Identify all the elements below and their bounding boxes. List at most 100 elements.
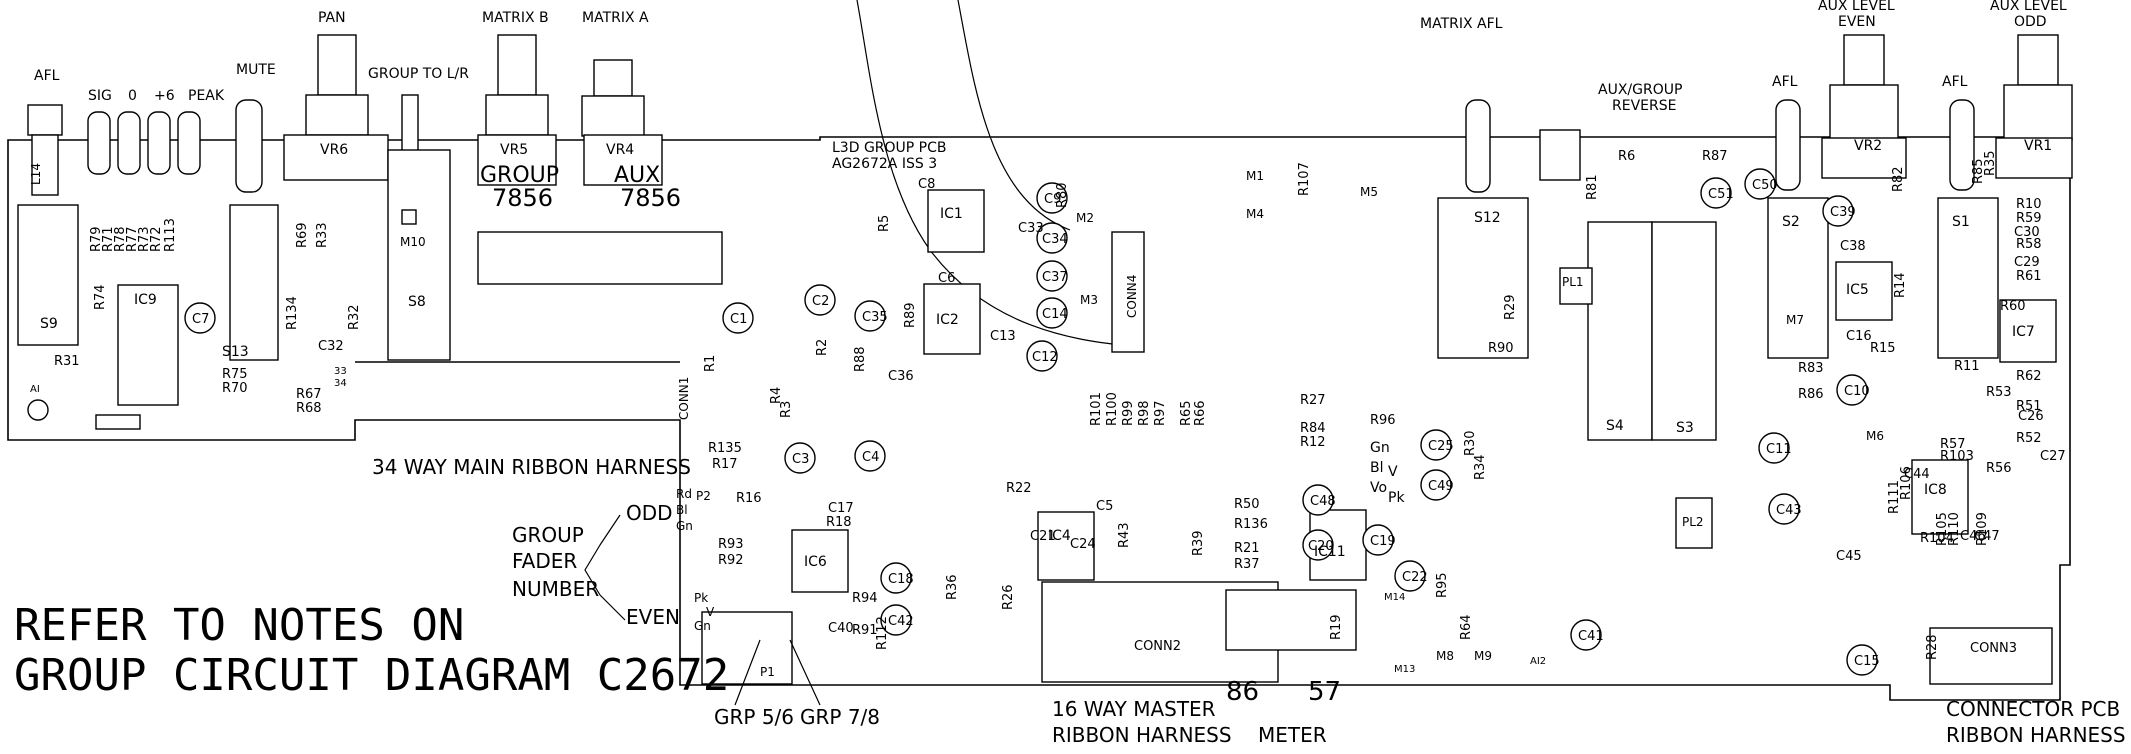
- label-meter-57: 57: [1308, 677, 1341, 707]
- resistor-label: R109: [1975, 512, 1990, 546]
- wire-v2: V: [1388, 464, 1398, 480]
- ic5-body: [1835, 261, 1893, 321]
- label-34way: 34 WAY MAIN RIBBON HARNESS: [372, 455, 691, 479]
- resistor-label: R78: [113, 226, 128, 252]
- resistor-label: R53: [1986, 385, 2012, 400]
- capacitor-label: C26: [2018, 409, 2044, 424]
- label-group-nums: 7856: [492, 184, 553, 212]
- resistor-label: R100: [1105, 392, 1120, 426]
- ic9-body: [117, 284, 179, 406]
- resistor-label: R27: [1300, 393, 1326, 408]
- l113-link: [95, 414, 141, 430]
- wire-pk: Pk: [694, 591, 708, 605]
- capacitor-label: C20: [1308, 539, 1334, 554]
- label-ic1: IC1: [940, 206, 963, 222]
- label-pan: PAN: [318, 10, 346, 26]
- board-outline: [7, 136, 2071, 701]
- label-afl-r1: AFL: [1772, 74, 1798, 90]
- capacitor-label: C35: [862, 310, 888, 325]
- label-meter-86: 86: [1226, 677, 1259, 707]
- resistor-label: R88: [853, 346, 868, 372]
- led-row: [87, 99, 263, 193]
- label-group-panel: GROUP: [480, 163, 559, 188]
- label-16way: 16 WAY MASTER: [1052, 697, 1216, 721]
- label-m7: M7: [1786, 313, 1804, 327]
- label-aux-panel: AUX: [614, 163, 660, 188]
- fader-note-group: GROUP: [512, 523, 584, 547]
- capacitor-label: C32: [318, 339, 344, 354]
- label-s2: S2: [1782, 214, 1800, 230]
- capacitor-label: C36: [888, 369, 914, 384]
- resistor-label: R22: [1006, 481, 1032, 496]
- resistor-label: R65: [1179, 400, 1194, 426]
- resistor-label: R110: [1947, 512, 1962, 546]
- label-m8: M8: [1436, 649, 1454, 663]
- resistor-label: R19: [1329, 614, 1344, 640]
- resistor-label: R5: [877, 215, 892, 232]
- label-plus6: +6: [154, 88, 175, 104]
- wire-gn3: Gn: [1370, 440, 1390, 456]
- label-mute: MUTE: [236, 62, 276, 78]
- resistor-label: R29: [1503, 294, 1518, 320]
- resistor-label: R36: [945, 574, 960, 600]
- label-meter: METER: [1258, 723, 1327, 747]
- label-p2: P2: [696, 489, 711, 503]
- fader-note-fader: FADER: [512, 549, 577, 573]
- capacitor-label: C6: [938, 271, 955, 286]
- resistor-label: R89: [903, 302, 918, 328]
- capacitor-label: C46: [1960, 529, 1986, 544]
- wire-bl: Bl: [676, 503, 688, 517]
- label-afl-r2: AFL: [1942, 74, 1968, 90]
- switch-s1: [1937, 197, 1999, 359]
- label-p1: P1: [760, 665, 775, 679]
- resistor-label: R75: [222, 367, 248, 382]
- label-vr2: VR2: [1854, 138, 1882, 154]
- resistor-label: R103: [1940, 449, 1974, 464]
- capacitor-label: C10: [1844, 384, 1870, 399]
- label-sig: SIG: [88, 88, 112, 104]
- capacitor-label: C40: [828, 621, 854, 636]
- capacitor-label: C18: [888, 572, 914, 587]
- resistor-label: R93: [718, 537, 744, 552]
- label-ic6: IC6: [804, 554, 827, 570]
- capacitor-label: C13: [990, 329, 1016, 344]
- resistor-label: R99: [1121, 400, 1136, 426]
- resistor-label: R26: [1001, 584, 1016, 610]
- resistor-label: R101: [1089, 392, 1104, 426]
- resistor-label: R134: [285, 296, 300, 330]
- resistor-label: R16: [736, 491, 762, 506]
- vr5-pot: [477, 34, 557, 186]
- label-ribbon-harness-2: RIBBON HARNESS: [1946, 723, 2126, 747]
- fader-brace: [584, 514, 626, 621]
- ic7-body: [1999, 299, 2057, 363]
- label-ic7: IC7: [2012, 324, 2035, 340]
- label-s9: S9: [40, 316, 58, 332]
- ic8-body: [1911, 459, 1969, 535]
- label-m14: M14: [1384, 592, 1405, 603]
- label-conn1: CONN1: [677, 377, 691, 420]
- resistor-label: R30: [1463, 430, 1478, 456]
- label-ic11: IC11: [1314, 544, 1346, 560]
- label-33: 33: [334, 366, 347, 377]
- label-pl2: PL2: [1682, 515, 1704, 529]
- resistor-label: R80: [1055, 182, 1070, 208]
- resistor-label: R67: [296, 387, 322, 402]
- capacitor-label: C15: [1854, 654, 1880, 669]
- label-matrix-afl: MATRIX AFL: [1420, 16, 1503, 32]
- resistor-label: R50: [1234, 497, 1260, 512]
- resistor-label: R59: [2016, 211, 2042, 226]
- resistor-label: R66: [1193, 400, 1208, 426]
- capacitor-label: C25: [1428, 439, 1454, 454]
- label-ic8: IC8: [1924, 482, 1947, 498]
- label-peak: PEAK: [188, 88, 225, 104]
- resistor-label: R28: [1925, 634, 1940, 660]
- label-aux-level-odd: AUX LEVEL: [1990, 0, 2067, 14]
- resistor-label: R17: [712, 457, 738, 472]
- resistor-label: R32: [347, 304, 362, 330]
- capacitor-label: C39: [1830, 205, 1856, 220]
- capacitor-label: C50: [1752, 178, 1778, 193]
- pl2-body: [1675, 497, 1713, 549]
- fd1-block: [701, 611, 793, 685]
- resistor-label: R104: [1920, 531, 1954, 546]
